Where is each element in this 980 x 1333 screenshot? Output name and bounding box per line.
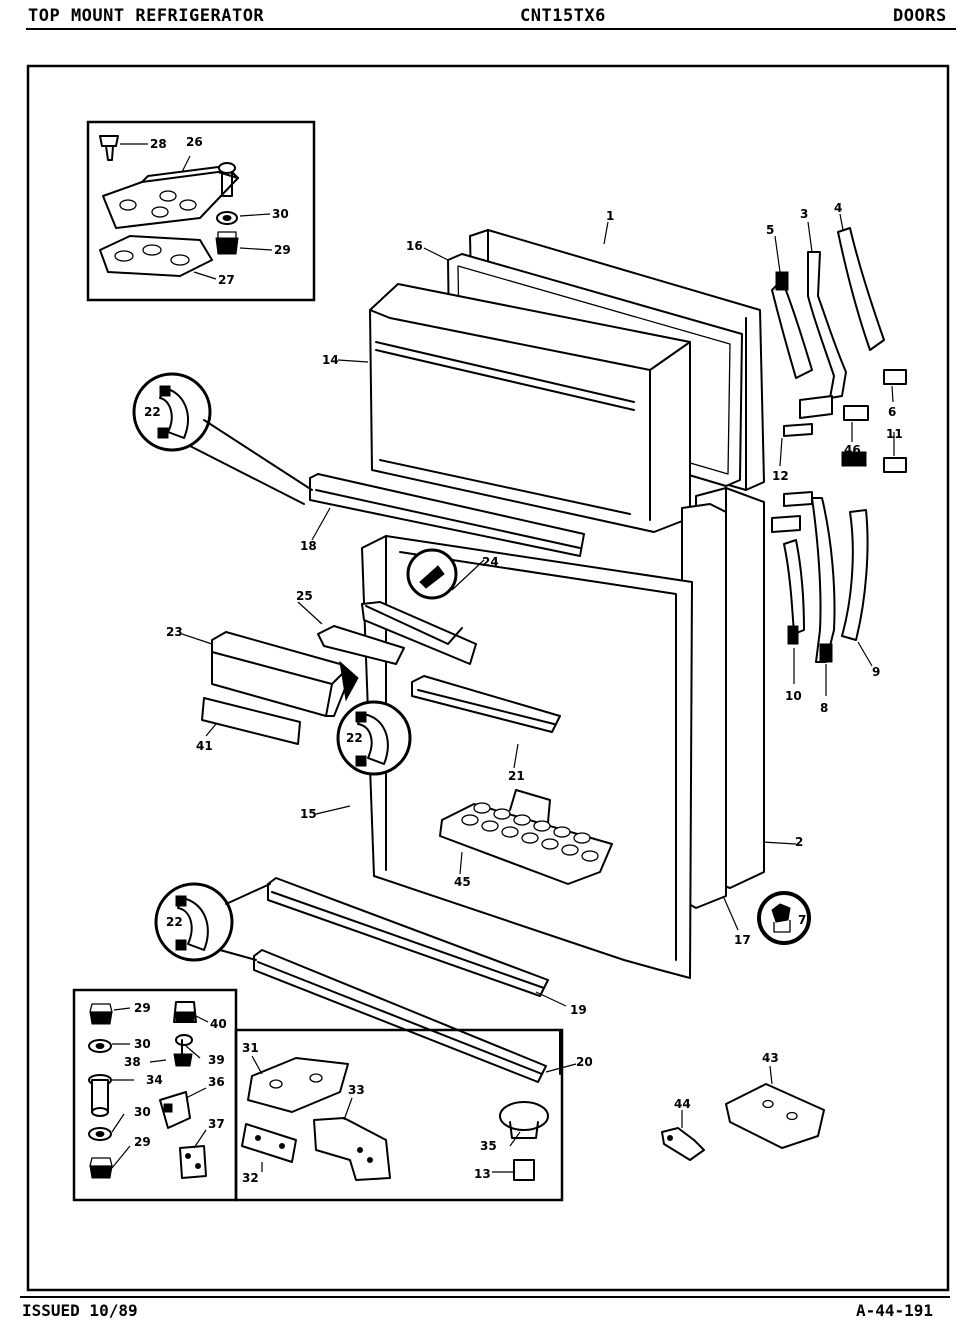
model-number: CNT15TX6 xyxy=(520,6,606,26)
callout-30-inset-lower: 30 xyxy=(134,1105,151,1119)
callout-28: 28 xyxy=(150,137,167,151)
right-side-parts xyxy=(723,213,907,945)
callout-24: 24 xyxy=(482,555,499,569)
header-rule xyxy=(26,28,956,30)
callout-9: 9 xyxy=(872,665,880,679)
callout-29-inset-upper: 29 xyxy=(134,1001,151,1015)
callout-45: 45 xyxy=(454,875,471,889)
part-leaders xyxy=(181,221,609,1073)
callout-29-top: 29 xyxy=(274,243,291,257)
callout-32: 32 xyxy=(242,1171,259,1185)
callout-11: 11 xyxy=(886,427,903,441)
callout-17: 17 xyxy=(734,933,751,947)
callout-25: 25 xyxy=(296,589,313,603)
callout-18: 18 xyxy=(300,539,317,553)
lower-brackets xyxy=(661,1065,825,1161)
callout-16: 16 xyxy=(406,239,423,253)
callout-34: 34 xyxy=(146,1073,163,1087)
callout-4: 4 xyxy=(834,201,842,215)
callout-26: 26 xyxy=(186,135,203,149)
callout-35: 35 xyxy=(480,1139,497,1153)
callout-2: 2 xyxy=(795,835,803,849)
callout-30-top: 30 xyxy=(272,207,289,221)
callout-22-mid: 22 xyxy=(346,731,363,745)
callout-6: 6 xyxy=(888,405,896,419)
bottom-hinge-inset xyxy=(72,988,564,1202)
diagram-title: TOP MOUNT REFRIGERATOR xyxy=(28,6,265,26)
issue-date: ISSUED 10/89 xyxy=(22,1301,138,1320)
callout-12: 12 xyxy=(772,469,789,483)
callout-22-top: 22 xyxy=(144,405,161,419)
callout-43: 43 xyxy=(762,1051,779,1065)
page-code: A-44-191 xyxy=(856,1301,934,1320)
footer-rule xyxy=(20,1296,950,1298)
callout-15: 15 xyxy=(300,807,317,821)
callout-31: 31 xyxy=(242,1041,259,1055)
callout-46: 46 xyxy=(844,443,861,457)
callout-22-bottom: 22 xyxy=(166,915,183,929)
callout-3: 3 xyxy=(800,207,808,221)
dairy-compartment xyxy=(201,625,405,745)
callout-29-inset-lower: 29 xyxy=(134,1135,151,1149)
section-name: DOORS xyxy=(893,6,947,26)
callout-40: 40 xyxy=(210,1017,227,1031)
detail-circles-22 xyxy=(132,372,412,962)
callout-19: 19 xyxy=(570,1003,587,1017)
callout-44: 44 xyxy=(674,1097,691,1111)
diagram-border xyxy=(26,64,950,1292)
callout-41: 41 xyxy=(196,739,213,753)
callout-30-inset-upper: 30 xyxy=(134,1037,151,1051)
callout-33: 33 xyxy=(348,1083,365,1097)
callout-39: 39 xyxy=(208,1053,225,1067)
callout-labels: 1 2 3 4 5 6 7 8 9 10 11 12 13 14 15 16 1… xyxy=(124,135,903,1185)
callout-27: 27 xyxy=(218,273,235,287)
callout-8: 8 xyxy=(820,701,828,715)
callout-5: 5 xyxy=(766,223,774,237)
callout-37: 37 xyxy=(208,1117,225,1131)
callout-21: 21 xyxy=(508,769,525,783)
callout-1: 1 xyxy=(606,209,614,223)
fresh-food-door-assembly xyxy=(253,487,765,1083)
freezer-door-assembly xyxy=(309,229,765,557)
callout-23: 23 xyxy=(166,625,183,639)
callout-10: 10 xyxy=(785,689,802,703)
callout-20: 20 xyxy=(576,1055,593,1069)
callout-38: 38 xyxy=(124,1055,141,1069)
callout-13: 13 xyxy=(474,1167,491,1181)
callout-36: 36 xyxy=(208,1075,225,1089)
callout-14: 14 xyxy=(322,353,339,367)
callout-7: 7 xyxy=(798,913,806,927)
top-hinge-inset xyxy=(86,120,316,302)
